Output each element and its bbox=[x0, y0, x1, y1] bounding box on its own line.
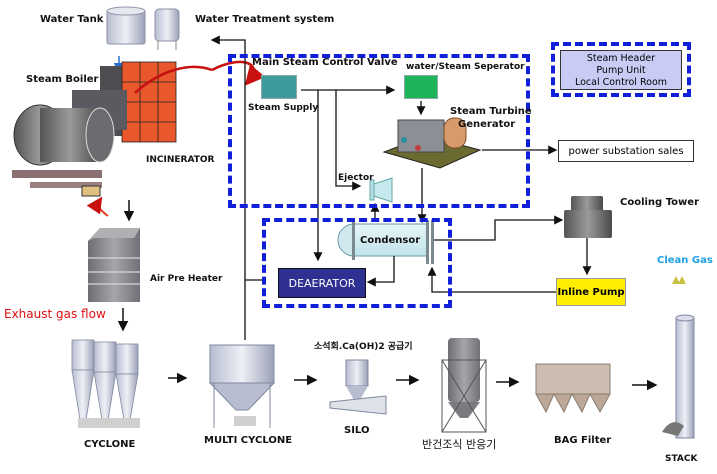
silo-label: SILO bbox=[344, 425, 370, 436]
water-steam-separator-label: water/Steam Seperator bbox=[406, 62, 525, 72]
arrow-condenser-to-cooling-tower bbox=[434, 215, 564, 241]
power-substation-sales-box[interactable]: power substation sales bbox=[558, 140, 694, 162]
arrow-condenser-to-deaerator bbox=[366, 256, 395, 287]
condenser-icon bbox=[337, 220, 434, 264]
bag-filter-label: BAG Filter bbox=[554, 435, 612, 446]
water-steam-separator-box[interactable] bbox=[404, 75, 438, 99]
inline-pump-box[interactable]: Inline Pump bbox=[556, 278, 626, 306]
semi-dry-reactor-icon bbox=[441, 338, 487, 433]
multi-cyclone-label: MULTI CYCLONE bbox=[204, 435, 293, 446]
arrow-pump-to-condenser bbox=[427, 266, 556, 293]
silo-icon bbox=[329, 359, 387, 415]
bag-filter-icon bbox=[535, 363, 611, 414]
deaerator-label: DEAERATOR bbox=[288, 276, 356, 290]
incinerator-boiler-icon bbox=[12, 61, 177, 197]
water-tank-label: Water Tank bbox=[40, 14, 104, 25]
water-tank-icon bbox=[106, 6, 146, 45]
steam-supply-box[interactable] bbox=[261, 75, 297, 99]
cooling-tower-icon bbox=[564, 196, 612, 238]
clean-gas-label: Clean Gas bbox=[657, 255, 713, 266]
reactor-label: 반건조식 반응기 bbox=[422, 438, 497, 451]
condensor-label: Condensor bbox=[360, 235, 421, 246]
legend-box: Steam Header Pump Unit Local Control Roo… bbox=[560, 50, 682, 90]
condenser-system-boundary bbox=[262, 218, 452, 308]
steam-out-arrow bbox=[211, 60, 266, 86]
generator-label: Generator bbox=[458, 119, 516, 130]
stack-icon bbox=[662, 314, 695, 439]
hot-air-return-arrow bbox=[86, 196, 109, 217]
clean-gas-arrows-icon bbox=[672, 276, 686, 308]
steam-system-boundary bbox=[228, 54, 530, 208]
legend-boundary bbox=[551, 42, 691, 97]
cyclone-label: CYCLONE bbox=[84, 439, 136, 450]
exhaust-gas-flow-label: Exhaust gas flow bbox=[4, 307, 106, 321]
ejector-label: Ejector bbox=[338, 173, 374, 183]
air-preheater-label: Air Pre Heater bbox=[150, 274, 223, 284]
power-sales-label: power substation sales bbox=[568, 145, 684, 157]
multi-cyclone-icon bbox=[208, 344, 276, 428]
cooling-tower-label: Cooling Tower bbox=[620, 197, 700, 208]
incinerator-label: INCINERATOR bbox=[146, 155, 215, 165]
main-steam-control-valve-label: Main Steam Control Valve bbox=[252, 57, 398, 68]
water-treatment-label: Water Treatment system bbox=[195, 14, 335, 25]
inline-pump-label: Inline Pump bbox=[557, 286, 625, 298]
legend-line-3: Local Control Room bbox=[574, 77, 668, 88]
water-treatment-tank-icon bbox=[154, 8, 180, 50]
legend-line-1: Steam Header bbox=[586, 53, 656, 64]
steam-turbine-generator-icon bbox=[382, 117, 482, 169]
line-supply-to-ejector bbox=[335, 90, 362, 191]
legend-line-2: Pump Unit bbox=[596, 65, 646, 76]
stack-label: STACK bbox=[665, 454, 698, 464]
air-preheater-icon bbox=[88, 228, 140, 302]
silo-supply-label: 소석회.Ca(OH)2 공급기 bbox=[314, 342, 413, 352]
ejector-icon bbox=[369, 177, 393, 203]
steam-turbine-label: Steam Turbine bbox=[450, 106, 532, 117]
cyclone-icon bbox=[71, 339, 140, 428]
steam-out-curve bbox=[134, 65, 213, 94]
return-line-to-water-treatment bbox=[210, 35, 246, 340]
deaerator-box[interactable]: DEAERATOR bbox=[278, 268, 366, 298]
steam-boiler-label: Steam Boiler bbox=[26, 74, 99, 85]
steam-supply-label: Steam Supply bbox=[248, 103, 319, 113]
